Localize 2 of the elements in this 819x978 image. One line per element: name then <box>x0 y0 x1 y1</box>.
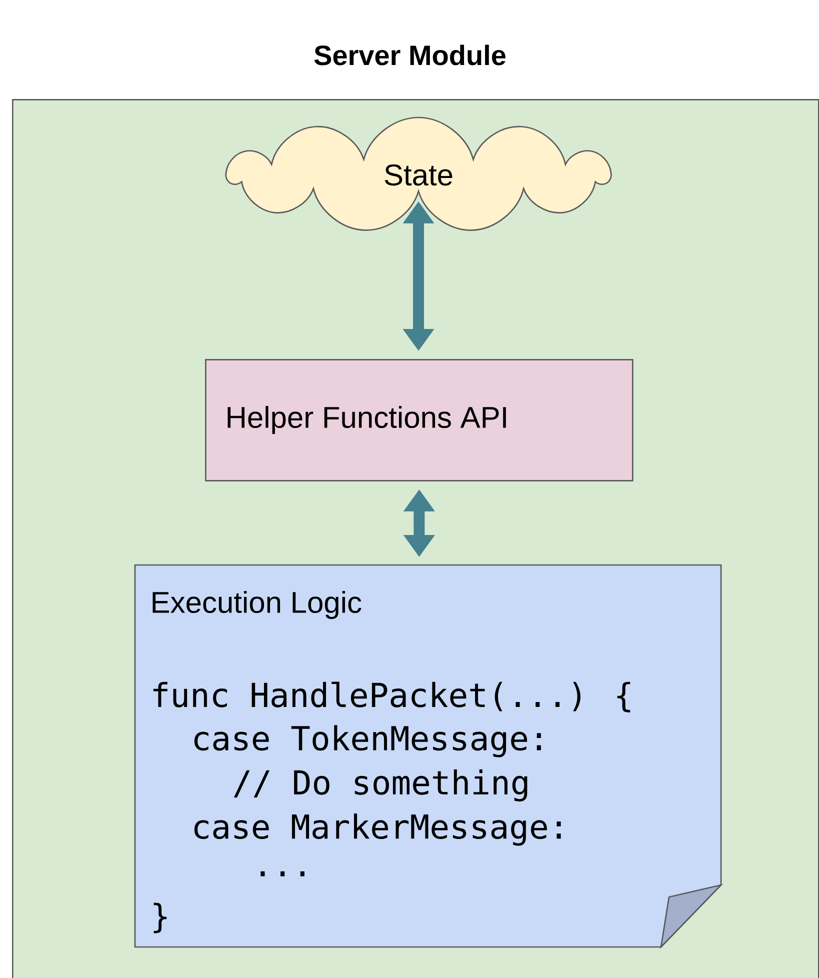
node-label: Server Module <box>314 44 506 66</box>
process-box: Helper Functions API <box>205 359 634 482</box>
